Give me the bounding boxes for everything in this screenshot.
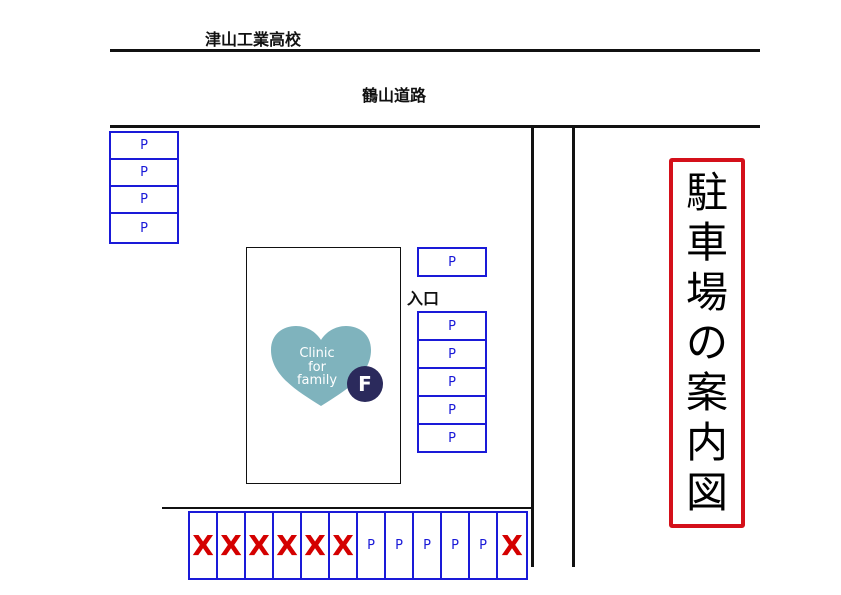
lot-bottom-line [162,507,534,509]
title-char-3: 場 [685,268,728,317]
road-bottom-line [110,125,760,128]
blocked-mark: X [304,528,326,562]
logo-line-2: for [308,360,326,375]
school-label: 津山工業高校 [205,30,302,49]
badge-circle [347,366,383,402]
parking-spot-bottom-11: P [468,511,498,580]
clinic-logo [271,326,383,406]
parking-spot-bottom-10: P [440,511,470,580]
parking-spot-right-1: P [417,311,487,341]
parking-spot-bottom-1-blocked: X [188,511,218,580]
title-char-2: 車 [685,218,728,267]
heart-shape [271,326,371,406]
parking-spot-bottom-9: P [412,511,442,580]
parking-spot-bottom-12-blocked: X [496,511,528,580]
road-label: 鶴山道路 [362,86,427,105]
blocked-mark: X [192,528,214,562]
clinic-building: Clinic for family F [246,247,401,484]
title-char-5: 案 [685,368,728,417]
parking-spot-right-2: P [417,339,487,369]
parking-spot-left-2: P [109,158,179,187]
blocked-mark: X [248,528,270,562]
parking-spot-right-3: P [417,367,487,397]
parking-spot-right-top: P [417,247,487,277]
entrance-label: 入口 [407,289,440,308]
road-top-line [110,49,760,52]
parking-spot-bottom-2-blocked: X [216,511,246,580]
parking-spot-bottom-8: P [384,511,414,580]
blocked-mark: X [220,528,242,562]
logo-badge-letter: F [358,372,372,396]
blocked-mark: X [276,528,298,562]
parking-guide-title: 駐 車 場 の 案 内 図 [669,158,745,528]
parking-spot-right-4: P [417,395,487,425]
parking-spot-bottom-7: P [356,511,386,580]
parking-spot-left-1: P [109,131,179,160]
parking-spot-bottom-6-blocked: X [328,511,358,580]
parking-spot-bottom-5-blocked: X [300,511,330,580]
side-road-left-line [531,127,534,567]
blocked-mark: X [332,528,354,562]
logo-line-1: Clinic [299,346,335,361]
title-char-6: 内 [685,418,728,467]
parking-spot-left-3: P [109,185,179,214]
parking-spot-left-4: P [109,212,179,244]
title-char-4: の [685,318,728,367]
logo-line-3: family [296,373,338,388]
side-road-right-line [572,127,575,567]
parking-spot-bottom-3-blocked: X [244,511,274,580]
blocked-mark: X [501,528,523,562]
parking-spot-right-5: P [417,423,487,453]
parking-spot-bottom-4-blocked: X [272,511,302,580]
title-char-1: 駐 [685,168,728,217]
title-char-7: 図 [685,468,728,517]
